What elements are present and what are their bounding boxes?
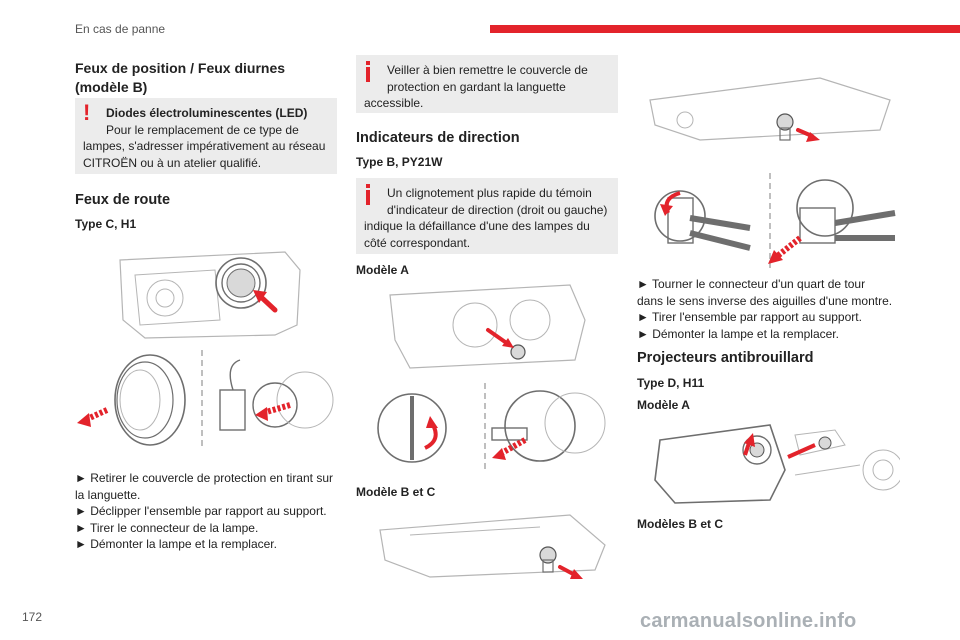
step-text: ► Tirer le connecteur de la lampe. (75, 520, 259, 535)
warning-note: ! Diodes électroluminescentes (LED) Pour… (75, 98, 337, 174)
headlamp-illustration (119, 251, 301, 339)
step-text: ► Retirer le couvercle de protection en … (75, 471, 333, 485)
connector-steps: ► Tourner le connecteur d'un quart de to… (637, 276, 907, 342)
step-text: ► Démonter la lampe et la remplacer. (75, 537, 277, 551)
info-line: indique la défaillance d'une des lampes … (364, 219, 590, 233)
warning-line: lampes, s'adresser impérativement au rés… (83, 139, 326, 153)
indicator-model-bc-illustration (379, 514, 606, 579)
bulb-type-label: Type C, H1 (75, 217, 137, 231)
info-note-blinking: Un clignotement plus rapide du témoin d'… (356, 178, 618, 254)
model-label: Modèles B et C (637, 517, 724, 531)
page-number: 172 (22, 610, 43, 624)
model-label: Modèle A (356, 263, 409, 277)
section-title-high-beam: Feux de route (75, 192, 171, 208)
connector-rotate-illustration (654, 173, 896, 268)
info-line: protection en gardant la languette (387, 79, 566, 94)
section-title-indicators: Indicateurs de direction (356, 130, 520, 146)
bulb-type-label: Type B, PY21W (356, 155, 443, 169)
section-title-fog-lights: Projecteurs antibrouillard (637, 350, 814, 366)
warning-line: CITROËN ou à un atelier qualifié. (83, 155, 262, 170)
bulb-type-label: Type D, H11 (637, 376, 705, 390)
info-icon (366, 61, 370, 83)
warning-line: Pour le remplacement de ce type de (106, 122, 299, 137)
step-text: la languette. (75, 487, 141, 502)
indicator-rotation-illustration (377, 383, 606, 473)
high-beam-steps: ► Retirer le couvercle de protection en … (75, 470, 340, 553)
step-text: ► Déclipper l'ensemble par rapport au su… (75, 504, 327, 518)
info-line: accessible. (364, 96, 424, 110)
cover-removal-illustration (77, 350, 334, 450)
section-title-position-lights: Feux de position / Feux diurnes (modèle … (75, 60, 286, 95)
info-note-cover: Veiller à bien remettre le couvercle de … (356, 55, 618, 113)
indicator-connector-illustration (649, 77, 891, 142)
info-line: Veiller à bien remettre le couvercle de (387, 63, 588, 77)
info-line: d'indicateur de direction (droit ou gauc… (387, 202, 608, 217)
info-icon (366, 184, 370, 206)
footer-watermark[interactable]: carmanualsonline.info (640, 610, 857, 632)
fog-lamp-illustration (654, 424, 900, 504)
info-line: côté correspondant. (364, 235, 471, 250)
step-text: ► Tirer l'ensemble par rapport au suppor… (637, 310, 862, 324)
exclamation-icon: ! (83, 100, 91, 125)
info-line: Un clignotement plus rapide du témoin (387, 186, 592, 200)
warning-title: Diodes électroluminescentes (LED) (106, 106, 308, 120)
step-text: dans le sens inverse des aiguilles d'une… (637, 293, 893, 308)
indicator-model-a-illustration (389, 284, 586, 369)
model-label: Modèle A (637, 398, 690, 412)
step-text: ► Démonter la lampe et la remplacer. (637, 326, 839, 341)
header-title: En cas de panne (75, 22, 166, 36)
step-text: ► Tourner le connecteur d'un quart de to… (637, 277, 866, 291)
header-accent-bar (490, 25, 960, 33)
model-label: Modèle B et C (356, 485, 436, 499)
